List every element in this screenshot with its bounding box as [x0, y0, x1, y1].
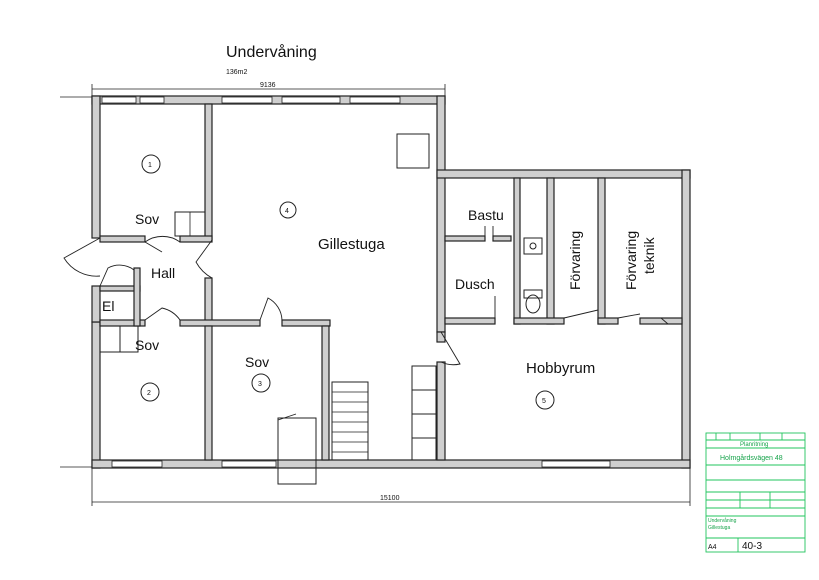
- room-hall-label: Hall: [151, 265, 175, 281]
- stair-steps: [332, 391, 368, 453]
- title-block-address: Holmgårdsvägen 48: [720, 454, 783, 462]
- title-block-drawing-number: 40-3: [742, 541, 762, 552]
- room-el-label: El: [102, 298, 114, 314]
- room-dusch-label: Dusch: [455, 276, 495, 292]
- room-1-number: 1: [148, 162, 152, 169]
- doors: [63, 226, 669, 485]
- interior-walls: [99, 103, 683, 461]
- room-forvaring-label: Förvaring: [567, 231, 583, 290]
- room-gillestuga-label: Gillestuga: [318, 236, 385, 253]
- bottom-dimension: 15100: [60, 466, 691, 506]
- title-block-format: A4: [708, 544, 717, 551]
- room-bastu-label: Bastu: [468, 207, 504, 223]
- room-2-number: 2: [147, 390, 151, 397]
- room-1-marker: [141, 154, 161, 174]
- room-hobbyrum-label: Hobbyrum: [526, 360, 595, 377]
- top-dimension-label: 9136: [260, 82, 276, 89]
- title-block-note: Undervåning: [708, 517, 737, 524]
- room-5-marker: [535, 390, 555, 410]
- plan-area: 136m2: [226, 69, 248, 76]
- room-labels: Sov 1 Hall El Sov 2 Gillestuga 4 Sov 3 B…: [102, 154, 657, 410]
- room-3-number: 3: [258, 381, 262, 388]
- room-forvaring-teknik-label-line2: teknik: [641, 236, 657, 274]
- room-2-marker: [140, 382, 160, 402]
- title-block-note-2: Gillestuga: [708, 525, 730, 531]
- title-block: Planritning Holmgårdsvägen 48 Undervånin…: [705, 432, 806, 553]
- room-4-number: 4: [285, 208, 289, 215]
- bottom-dimension-label: 15100: [380, 495, 400, 502]
- room-sov-3-label: Sov: [245, 354, 269, 370]
- room-forvaring-teknik-label-line1: Förvaring: [623, 231, 639, 290]
- room-4-marker: [279, 201, 297, 219]
- plan-title: Undervåning: [226, 43, 317, 61]
- room-3-marker: [251, 373, 271, 393]
- room-sov-2-label: Sov: [135, 337, 159, 353]
- fixtures: [99, 133, 543, 461]
- top-dimension: 9136: [60, 82, 446, 98]
- room-5-number: 5: [542, 398, 546, 405]
- room-sov-1-label: Sov: [135, 211, 159, 227]
- title-block-heading: Planritning: [740, 442, 768, 448]
- windows: [101, 96, 611, 468]
